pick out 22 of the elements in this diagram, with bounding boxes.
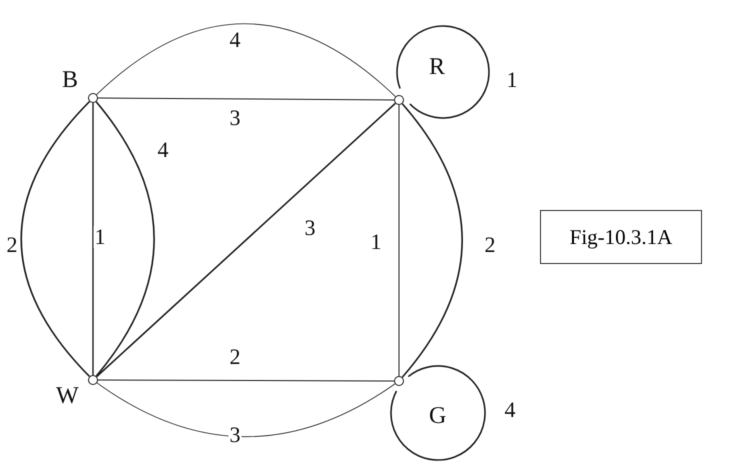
graph-edge — [96, 382, 396, 438]
vertex-circle — [394, 376, 404, 386]
graph-edge — [98, 98, 394, 100]
vertex-label: W — [56, 384, 79, 408]
vertex-circle — [88, 93, 98, 103]
graph-edge — [402, 103, 463, 378]
graph-edge — [96, 101, 155, 377]
edge-weight: 1 — [94, 226, 106, 248]
vertex-label: G — [429, 404, 446, 428]
graph-edge — [92, 103, 94, 375]
vertex-label: B — [62, 68, 78, 92]
graph-edge — [398, 104, 400, 376]
graph-edge — [96, 102, 396, 378]
graph-edge — [96, 23, 396, 97]
vertex-circle — [394, 95, 404, 105]
vertex-label: R — [429, 55, 446, 79]
graph-edge — [20, 101, 90, 377]
graph-edge — [396, 25, 490, 119]
graph-edge — [390, 365, 486, 461]
vertex-circle — [88, 375, 98, 385]
graph-edge — [98, 380, 394, 382]
figure-label: Fig-10.3.1A — [540, 210, 702, 264]
